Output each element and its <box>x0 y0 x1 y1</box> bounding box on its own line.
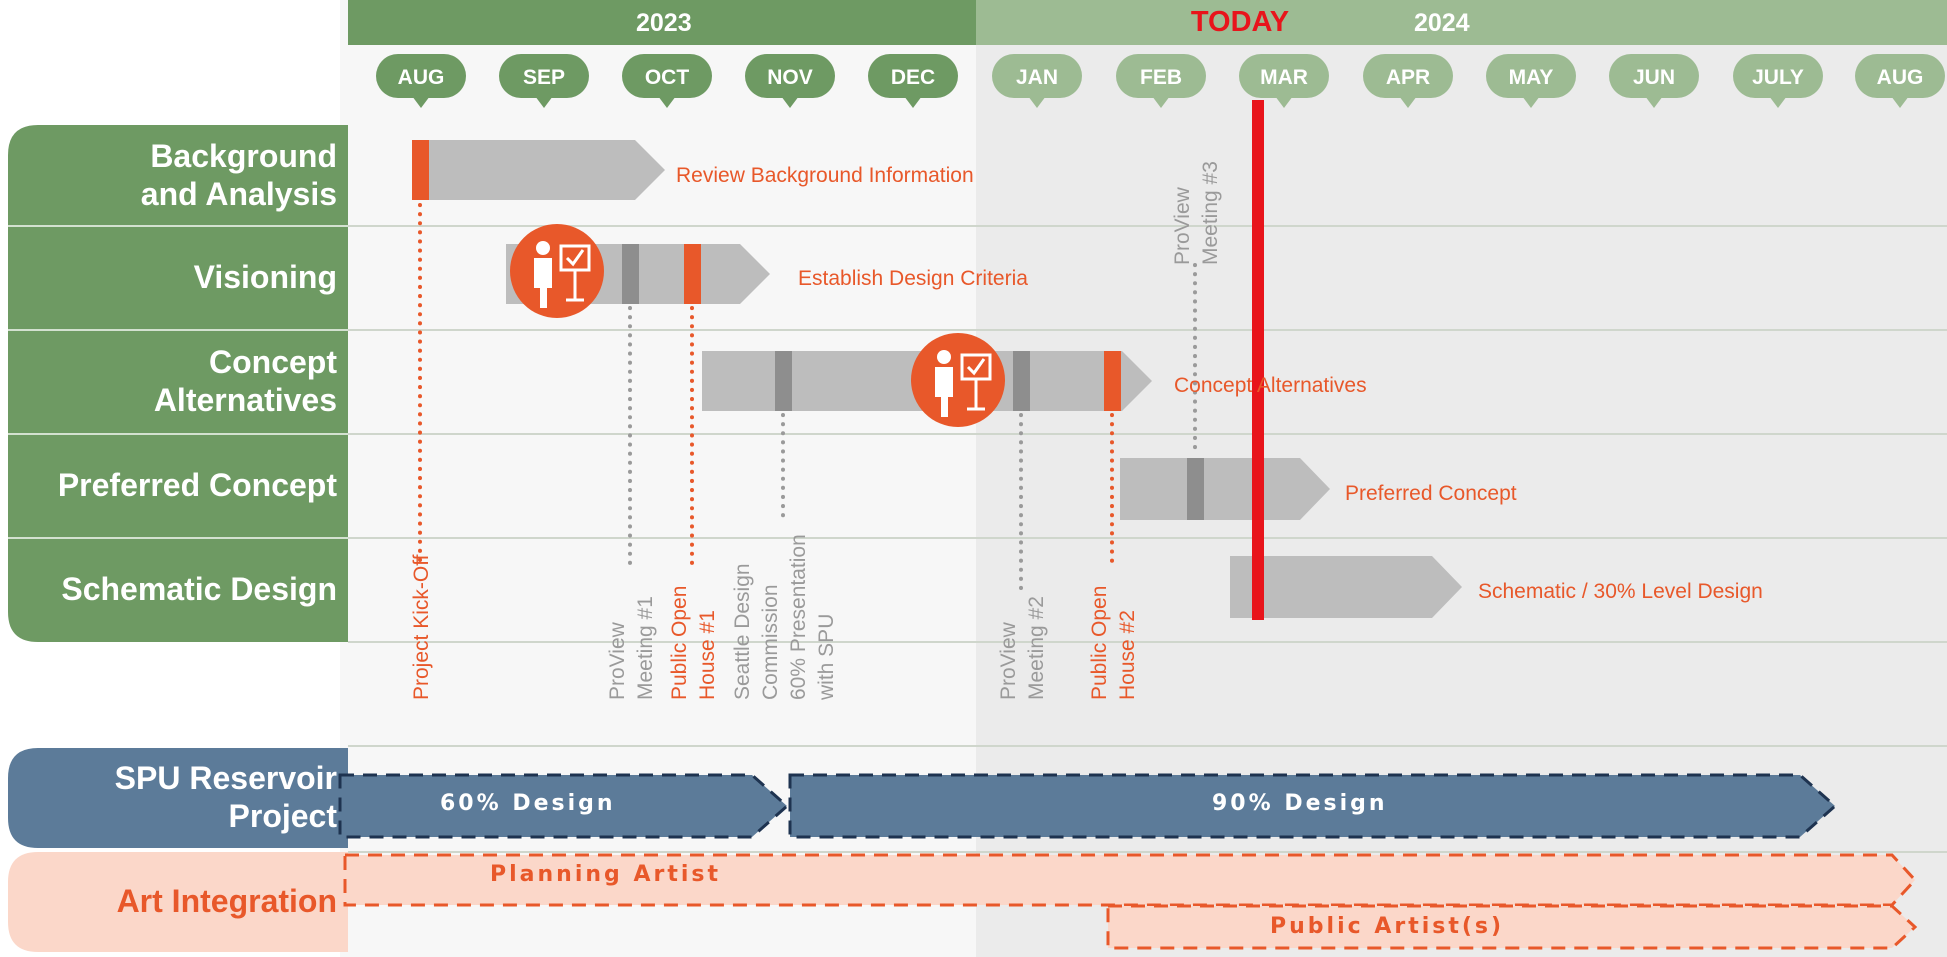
month-pill: JUN <box>1609 54 1699 108</box>
phase-bar-schematic <box>1230 556 1462 618</box>
month-pill: AUG <box>1855 54 1945 108</box>
month-pill: AUG <box>376 54 466 108</box>
milestone-text: 60% Presentation <box>787 534 810 700</box>
phase-label-background: Background and Analysis <box>140 137 337 212</box>
milestone-text: Public Open <box>668 586 691 700</box>
phase-label-preferred: Preferred Concept <box>57 467 337 504</box>
year-bar-2024 <box>976 0 1947 45</box>
milestone-marker <box>684 244 701 304</box>
milestone-marker <box>1104 351 1121 411</box>
presentation-icon <box>510 224 604 318</box>
month-label: FEB <box>1140 66 1182 89</box>
task-label: Preferred Concept <box>1345 482 1517 505</box>
task-label: Schematic / 30% Level Design <box>1478 580 1763 603</box>
art-bar-public-label: Public Artist(s) <box>1270 914 1505 939</box>
art-bar-planning-label: Planning Artist <box>490 862 721 887</box>
task-label: Review Background Information <box>676 164 974 187</box>
month-pills: AUG SEP OCT NOV DEC JAN FEB MAR APR MAY JUN JULY AUG <box>376 54 1945 108</box>
phase-bar-preferred <box>1120 458 1330 520</box>
month-label: NOV <box>767 66 813 89</box>
art-label-panel <box>8 852 348 952</box>
task-label: Establish Design Criteria <box>798 267 1028 290</box>
milestone-text: Meeting #1 <box>634 596 657 700</box>
month-pill: FEB <box>1116 54 1206 108</box>
spu-bar-90-label: 90% Design <box>1212 791 1388 816</box>
month-label: JULY <box>1752 66 1804 89</box>
today-label: TODAY <box>1190 6 1290 38</box>
milestone-text: Project Kick-Off <box>410 554 433 700</box>
month-pill: JAN <box>992 54 1082 108</box>
month-pill: DEC <box>868 54 958 108</box>
phase-label-schematic: Schematic Design <box>61 571 337 608</box>
spu-label: SPU Reservoir Project <box>114 760 337 834</box>
month-pill: APR <box>1363 54 1453 108</box>
month-label: MAY <box>1509 66 1554 89</box>
milestone-text: House #1 <box>696 610 719 700</box>
milestone-text: Meeting #2 <box>1025 596 1048 700</box>
milestone-marker <box>622 244 639 304</box>
spu-label-panel <box>8 748 348 848</box>
month-pill: JULY <box>1733 54 1823 108</box>
month-label: MAR <box>1260 66 1308 89</box>
milestone-text: Commission <box>759 584 782 700</box>
milestone-text: Meeting #3 <box>1199 161 1222 265</box>
milestone-text: ProView <box>997 621 1020 700</box>
art-label: Art Integration <box>116 883 337 920</box>
year-2023: 2023 <box>636 9 692 37</box>
milestone-text: Public Open <box>1088 586 1111 700</box>
month-label: AUG <box>1877 66 1924 89</box>
phase-bar-background <box>412 140 665 200</box>
task-label: Concept Alternatives <box>1174 374 1367 397</box>
milestone-marker <box>1187 458 1204 520</box>
spu-bar-60-label: 60% Design <box>440 791 616 816</box>
month-label: SEP <box>523 66 565 89</box>
month-pill: OCT <box>622 54 712 108</box>
month-label: OCT <box>645 66 690 89</box>
month-pill: NOV <box>745 54 835 108</box>
row-separators <box>348 225 1947 853</box>
phase-label-panel <box>8 125 348 642</box>
phase-label-concept: Concept Alternatives <box>153 344 337 418</box>
art-bar-planning <box>343 853 1918 907</box>
month-label: JUN <box>1633 66 1675 89</box>
month-label: AUG <box>398 66 445 89</box>
milestone-label: Project Kick-Off <box>410 554 433 700</box>
spu-bar-60 <box>338 773 790 839</box>
month-label: JAN <box>1016 66 1058 89</box>
month-label: APR <box>1386 66 1430 89</box>
art-bar-public <box>1106 904 1918 950</box>
month-label: DEC <box>891 66 935 89</box>
month-pill: MAY <box>1486 54 1576 108</box>
milestone-marker <box>1013 351 1030 411</box>
month-pill: SEP <box>499 54 589 108</box>
phase-label-visioning: Visioning <box>193 259 337 296</box>
milestone-leaders <box>418 203 1197 597</box>
milestone-text: ProView <box>1171 186 1194 265</box>
month-pill: MAR <box>1239 54 1329 108</box>
spu-bar-90 <box>788 773 1838 839</box>
milestone-marker <box>412 140 429 200</box>
milestone-text: with SPU <box>815 614 838 701</box>
milestone-text: Seattle Design <box>731 563 754 700</box>
today-line <box>1252 100 1264 620</box>
milestone-marker <box>775 351 792 411</box>
milestone-text: House #2 <box>1116 610 1139 700</box>
year-bar-2023 <box>348 0 976 45</box>
presentation-icon <box>911 333 1005 427</box>
phase-label-dividers <box>8 225 348 539</box>
milestone-text: ProView <box>606 621 629 700</box>
year-2024: 2024 <box>1414 9 1470 37</box>
